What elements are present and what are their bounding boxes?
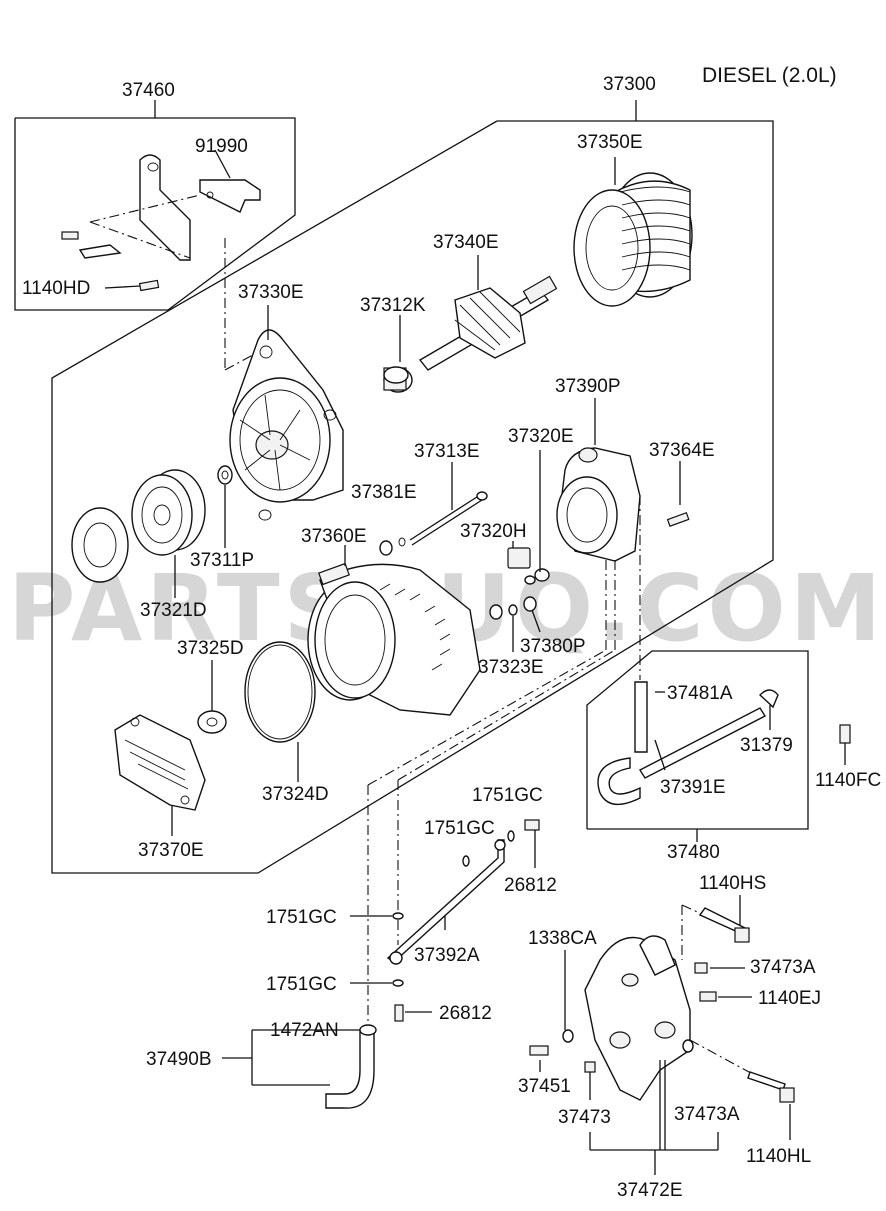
label-37473A-b[interactable]: 37473A xyxy=(674,1104,740,1125)
label-37480[interactable]: 37480 xyxy=(667,842,720,863)
bolt-1140FC-icon xyxy=(839,724,851,744)
label-1751GC-a[interactable]: 1751GC xyxy=(472,785,543,806)
label-1140HL[interactable]: 1140HL xyxy=(746,1146,811,1167)
label-1751GC-c[interactable]: 1751GC xyxy=(266,907,337,928)
label-1140FC[interactable]: 1140FC xyxy=(815,770,881,791)
label-37392A[interactable]: 37392A xyxy=(414,945,480,966)
label-37360E[interactable]: 37360E xyxy=(301,526,367,547)
mounting-bracket-37472E xyxy=(529,895,795,1175)
label-26812-b[interactable]: 26812 xyxy=(439,1003,492,1024)
vacuum-pump-37390P xyxy=(556,398,641,562)
label-37381E[interactable]: 37381E xyxy=(351,482,417,503)
label-37481A[interactable]: 37481A xyxy=(667,683,733,704)
spacer-37311P xyxy=(217,465,233,548)
label-37490B[interactable]: 37490B xyxy=(146,1049,212,1070)
label-31379[interactable]: 31379 xyxy=(740,735,793,756)
label-37340E[interactable]: 37340E xyxy=(433,232,499,253)
label-1338CA[interactable]: 1338CA xyxy=(528,928,597,949)
label-1472AN[interactable]: 1472AN xyxy=(270,1020,339,1041)
bracket-group-box xyxy=(14,100,296,311)
label-1140HS[interactable]: 1140HS xyxy=(699,873,766,894)
nut-37381E xyxy=(379,537,406,556)
cover-37324D xyxy=(244,641,316,782)
label-37390P[interactable]: 37390P xyxy=(555,376,621,397)
label-37324D[interactable]: 37324D xyxy=(262,784,329,805)
label-37364E[interactable]: 37364E xyxy=(649,440,715,461)
label-37473[interactable]: 37473 xyxy=(558,1107,611,1128)
label-1140EJ[interactable]: 1140EJ xyxy=(758,988,821,1009)
part-labels: 37460 91990 1140HD 37300 37350E 37340E 3… xyxy=(22,74,881,1201)
label-37472E[interactable]: 37472E xyxy=(617,1180,683,1201)
label-1751GC-d[interactable]: 1751GC xyxy=(266,974,337,995)
oil-pipe-37392A xyxy=(350,560,616,1025)
label-37321D[interactable]: 37321D xyxy=(140,600,207,621)
label-37473A-a[interactable]: 37473A xyxy=(750,957,816,978)
oil-hose-37490B xyxy=(222,1024,377,1109)
brush-holder-parts xyxy=(489,450,550,652)
regulator-37370E xyxy=(114,714,206,836)
label-37380P[interactable]: 37380P xyxy=(520,636,586,657)
label-37330E[interactable]: 37330E xyxy=(238,282,304,303)
label-26812-a[interactable]: 26812 xyxy=(504,875,557,896)
bearing-37312K xyxy=(383,315,413,393)
label-37325D[interactable]: 37325D xyxy=(177,638,244,659)
rotor-37340E xyxy=(418,255,558,371)
label-37311P[interactable]: 37311P xyxy=(190,550,254,571)
label-37313E[interactable]: 37313E xyxy=(414,441,480,462)
label-37350E[interactable]: 37350E xyxy=(577,132,643,153)
bolt-37313E xyxy=(409,462,488,546)
stator-37350E xyxy=(573,172,693,307)
label-37391E[interactable]: 37391E xyxy=(660,777,726,798)
front-bracket-37330E xyxy=(229,305,344,521)
washer-37325D xyxy=(197,660,227,734)
pulley-37321D xyxy=(131,469,206,598)
cover-plate xyxy=(71,507,129,583)
label-91990[interactable]: 91990 xyxy=(195,136,248,157)
label-1751GC-b[interactable]: 1751GC xyxy=(424,818,495,839)
diagram-title: DIESEL (2.0L) xyxy=(702,64,837,87)
label-37300[interactable]: 37300 xyxy=(603,74,656,95)
rear-bracket-37360E xyxy=(307,545,481,716)
hose-group-box xyxy=(586,495,809,842)
label-37323E[interactable]: 37323E xyxy=(478,657,544,678)
label-37370E[interactable]: 37370E xyxy=(138,840,204,861)
label-1140HD[interactable]: 1140HD xyxy=(22,278,90,299)
bolt-37364E xyxy=(666,461,690,527)
label-37320E[interactable]: 37320E xyxy=(508,426,574,447)
label-37460[interactable]: 37460 xyxy=(122,80,175,101)
label-37312K[interactable]: 37312K xyxy=(360,295,426,316)
label-37320H[interactable]: 37320H xyxy=(460,521,527,542)
label-37451[interactable]: 37451 xyxy=(518,1076,571,1097)
